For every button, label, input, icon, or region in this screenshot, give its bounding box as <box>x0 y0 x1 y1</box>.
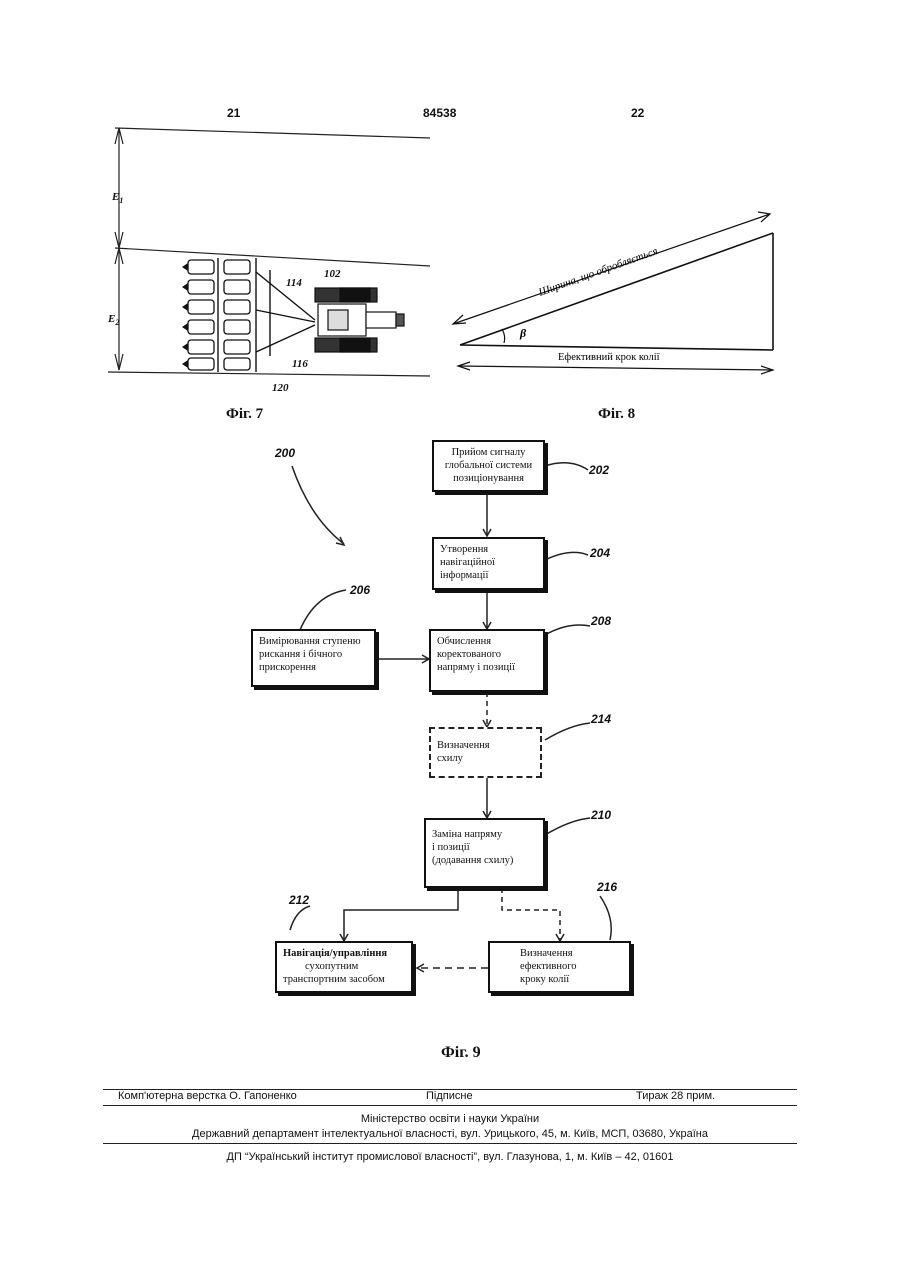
svg-text:E2: E2 <box>107 313 119 327</box>
box-216-line2: ефективного <box>520 960 623 973</box>
fig8-track-label: Ефективний крок колії <box>558 352 660 363</box>
box-214-line1: Визначення <box>437 739 534 752</box>
patent-number: 84538 <box>423 106 456 120</box>
box-216-line1: Визначення <box>520 947 623 960</box>
fig8-caption: Фіг. 8 <box>598 406 635 423</box>
box-202-line1: Прийом сигналу <box>440 446 537 459</box>
fig7-diagram: E1 E2 102 114 116 120 <box>100 120 440 400</box>
box-206-line2: рискання і бічного <box>259 648 368 661</box>
box-212-line3: транспортним засобом <box>283 973 405 986</box>
box-214-line2: схилу <box>437 752 534 765</box>
box-210-line2: і позиції <box>432 841 537 854</box>
ref-102: 102 <box>324 268 341 280</box>
e1-subscript: 1 <box>119 196 123 205</box>
e1-label: E <box>111 191 119 203</box>
box-202-line2: глобальної системи <box>440 459 537 472</box>
ref-210: 210 <box>591 808 611 822</box>
ref-120: 120 <box>272 382 289 394</box>
box-206-line3: прискорення <box>259 661 368 674</box>
e2-subscript: 2 <box>114 318 119 327</box>
page-number-right: 22 <box>631 106 644 120</box>
ref-216: 216 <box>597 880 617 894</box>
box-208-line1: Обчислення <box>437 635 537 648</box>
fig9-box-210: Заміна напряму і позиції (додавання схил… <box>424 818 545 888</box>
fig7-caption: Фіг. 7 <box>226 406 263 423</box>
fig8-width-label: Ширина, що обробляється <box>536 245 659 299</box>
fig9-box-214: Визначення схилу <box>429 727 542 778</box>
box-208-line2: коректованого <box>437 648 537 661</box>
footer-rule-mid <box>103 1105 797 1106</box>
ref-114: 114 <box>286 277 302 289</box>
box-204-line3: інформації <box>440 569 537 582</box>
box-212-line1: Навігація/управління <box>283 947 405 960</box>
ref-116: 116 <box>292 358 308 370</box>
box-202-line3: позиціонування <box>440 472 537 485</box>
box-216-line3: кроку колії <box>520 973 623 986</box>
fig9-box-212: Навігація/управління сухопутним транспор… <box>275 941 413 993</box>
fig9-box-208: Обчислення коректованого напряму і позиц… <box>429 629 545 692</box>
fig9-caption: Фіг. 9 <box>441 1044 481 1062</box>
box-210-line1: Заміна напряму <box>432 828 537 841</box>
box-208-line3: напряму і позиції <box>437 661 537 674</box>
footer-department: Державний департамент інтелектуальної вл… <box>103 1128 797 1140</box>
footer-circulation: Тираж 28 прим. <box>636 1090 715 1102</box>
box-204-line1: Утворення <box>440 543 537 556</box>
ref-200: 200 <box>275 446 295 460</box>
box-206-line1: Вимірювання ступеню <box>259 635 368 648</box>
ref-202: 202 <box>589 463 609 477</box>
ref-214: 214 <box>591 712 611 726</box>
fig9-box-206: Вимірювання ступеню рискання і бічного п… <box>251 629 376 687</box>
ref-206: 206 <box>350 583 370 597</box>
fig9-box-204: Утворення навігаційної інформації <box>432 537 545 590</box>
footer-signed: Підписне <box>426 1090 473 1102</box>
fig9-connectors <box>0 430 901 1010</box>
footer-ministry: Міністерство освіти і науки України <box>103 1113 797 1125</box>
fig8-angle-label: β <box>519 326 527 340</box>
fig9-box-216: Визначення ефективного кроку колії <box>488 941 631 993</box>
ref-204: 204 <box>590 546 610 560</box>
box-210-line3: (додавання схилу) <box>432 854 537 867</box>
box-212-line2: сухопутним <box>283 960 405 973</box>
footer-institute: ДП “Український інститут промислової вла… <box>103 1151 797 1163</box>
footer-rule-bottom <box>103 1143 797 1144</box>
ref-208: 208 <box>591 614 611 628</box>
e2-label: E <box>107 313 115 325</box>
box-204-line2: навігаційної <box>440 556 537 569</box>
ref-212: 212 <box>289 893 309 907</box>
fig9-box-202: Прийом сигналу глобальної системи позиці… <box>432 440 545 492</box>
svg-text:E1: E1 <box>111 191 123 205</box>
page-number-left: 21 <box>227 106 240 120</box>
footer-layout: Комп'ютерна верстка О. Гапоненко <box>118 1090 297 1102</box>
fig8-diagram: Ширина, що обробляється Ефективний крок … <box>440 200 790 385</box>
